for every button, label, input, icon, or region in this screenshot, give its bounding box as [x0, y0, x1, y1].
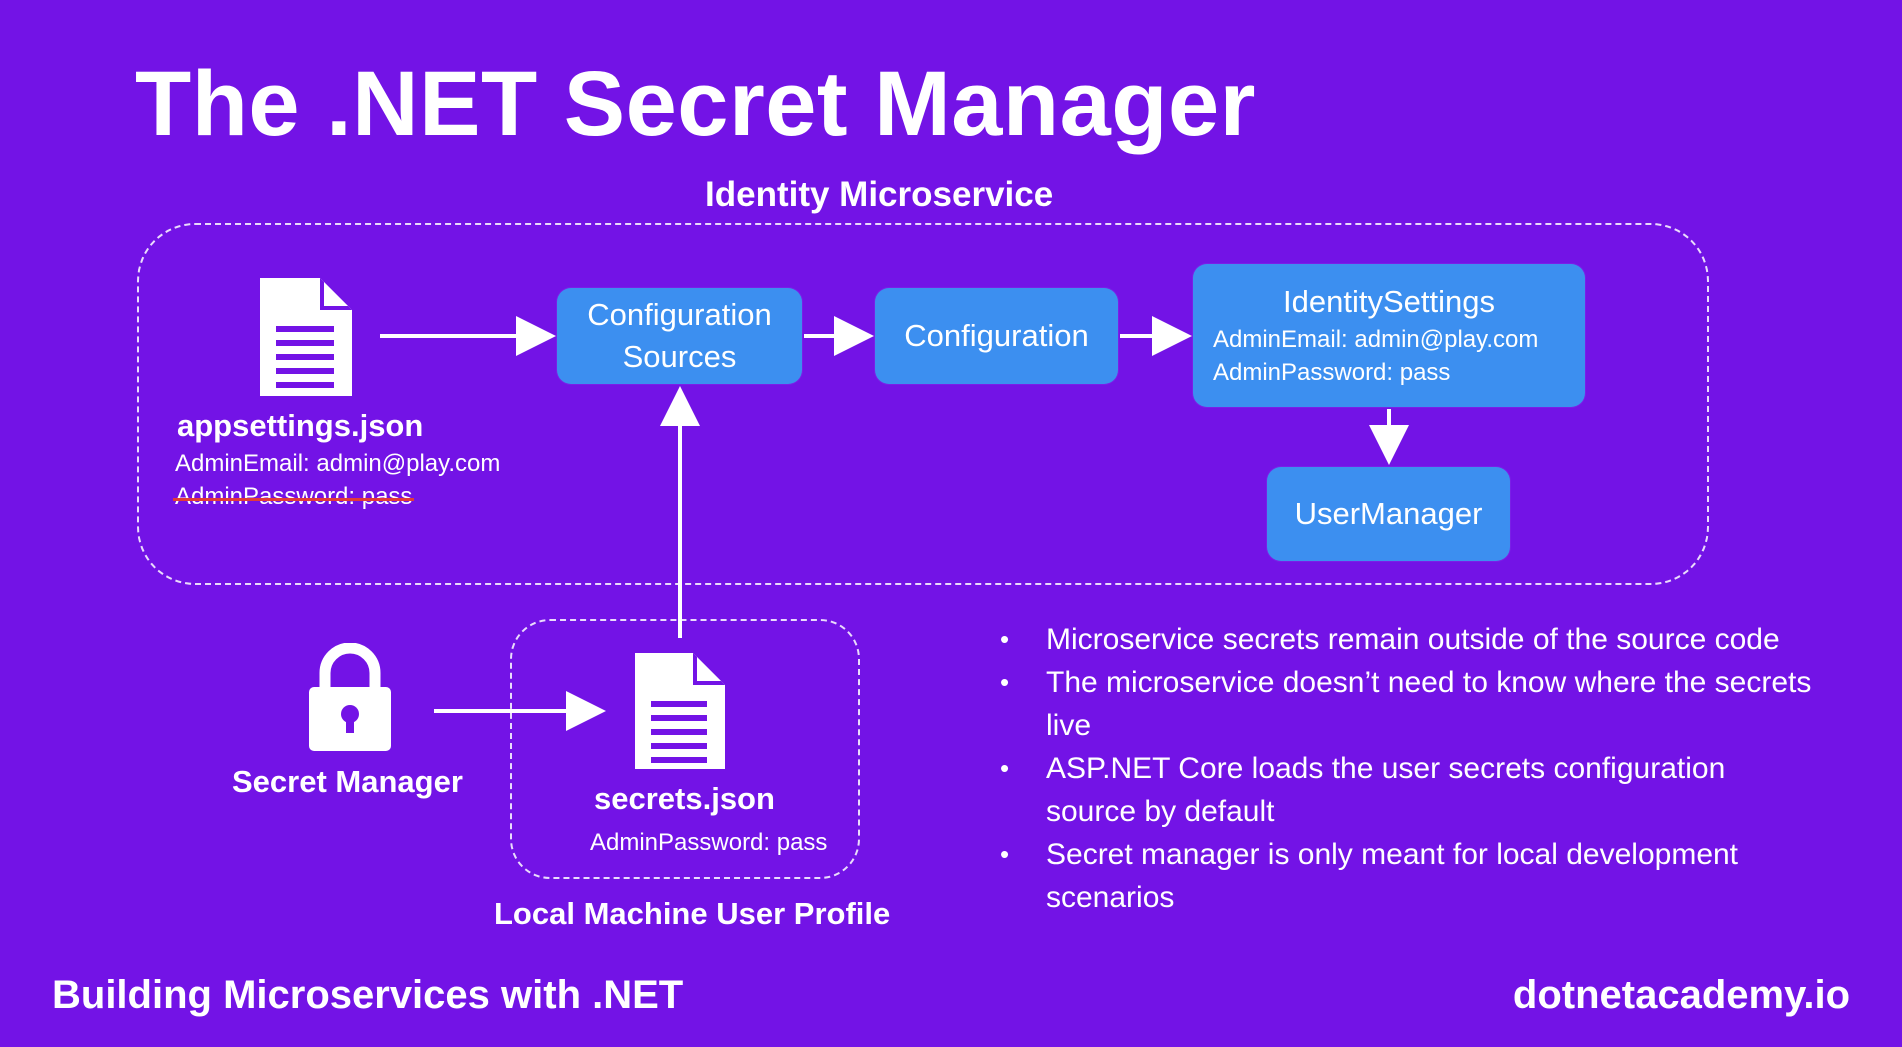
secret-manager-label: Secret Manager: [232, 764, 463, 799]
user-manager-node: UserManager: [1267, 467, 1510, 561]
configuration-label: Configuration: [904, 318, 1089, 354]
slide-title: The .NET Secret Manager: [135, 53, 1256, 155]
key-points-list: Microservice secrets remain outside of t…: [1000, 618, 1820, 919]
identity-settings-admin-password: AdminPassword: pass: [1213, 359, 1451, 387]
secrets-admin-password: AdminPassword: pass: [590, 829, 828, 856]
configuration-sources-node: Configuration Sources: [557, 288, 802, 384]
configuration-sources-line-2: Sources: [622, 339, 737, 374]
configuration-sources-line-1: Configuration: [587, 297, 772, 333]
local-profile-label: Local Machine User Profile: [494, 896, 891, 931]
appsettings-admin-email: AdminEmail: admin@play.com: [175, 450, 501, 477]
appsettings-admin-password: AdminPassword: pass: [172, 483, 415, 510]
user-manager-label: UserManager: [1294, 496, 1483, 532]
secrets-document-icon: [633, 651, 727, 771]
identity-microservice-boundary: [137, 223, 1709, 585]
appsettings-document-icon: [258, 276, 354, 398]
bullet-item: Secret manager is only meant for local d…: [1000, 833, 1820, 919]
identity-settings-node: IdentitySettings AdminEmail: admin@play.…: [1193, 264, 1585, 407]
lock-icon: [307, 642, 393, 753]
bullet-item: ASP.NET Core loads the user secrets conf…: [1000, 747, 1820, 833]
site-name-footer: dotnetacademy.io: [1512, 973, 1850, 1017]
local-profile-boundary: [510, 619, 860, 879]
secrets-filename: secrets.json: [594, 781, 775, 816]
bullet-item: Microservice secrets remain outside of t…: [1000, 618, 1820, 661]
identity-settings-title: IdentitySettings: [1283, 283, 1495, 319]
identity-settings-admin-email: AdminEmail: admin@play.com: [1213, 325, 1539, 353]
appsettings-admin-password-struck: AdminPassword: pass: [172, 483, 415, 511]
bullet-item: The microservice doesn’t need to know wh…: [1000, 661, 1820, 747]
course-title-footer: Building Microservices with .NET: [52, 973, 684, 1017]
appsettings-filename: appsettings.json: [177, 408, 424, 443]
identity-microservice-label: Identity Microservice: [705, 175, 1054, 214]
configuration-node: Configuration: [875, 288, 1118, 384]
